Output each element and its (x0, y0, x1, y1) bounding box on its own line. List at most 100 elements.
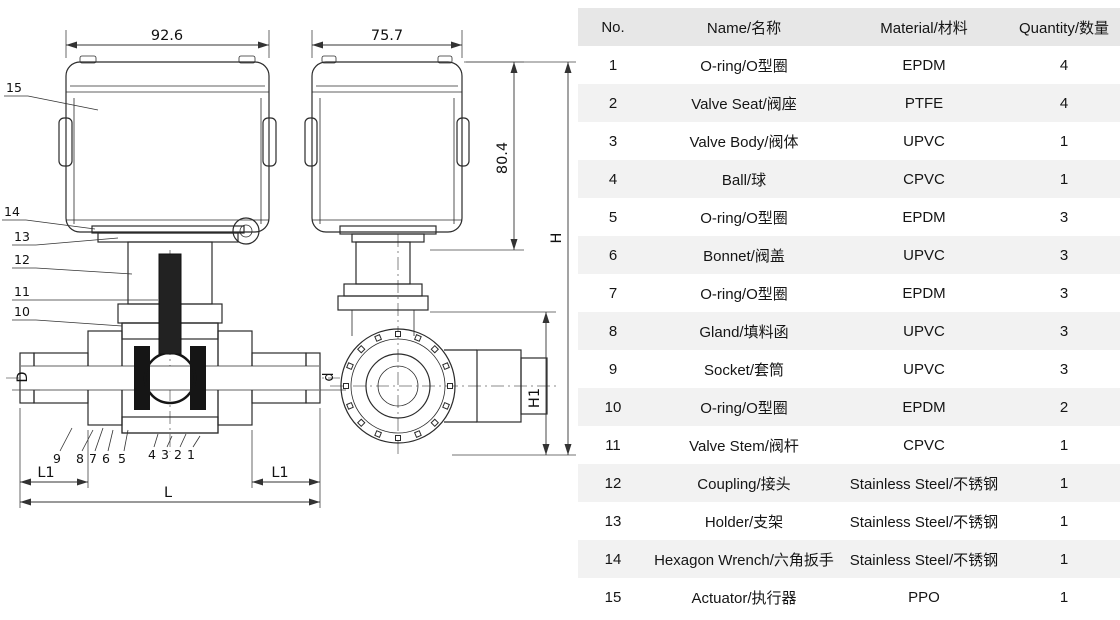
cell-name: Holder/支架 (704, 513, 784, 531)
callout-6: 6 (102, 451, 110, 466)
callout-13: 13 (14, 229, 30, 244)
cell-material: UPVC (903, 360, 945, 378)
header-no: No. (578, 8, 648, 46)
cell-name: Gland/填料函 (699, 323, 789, 341)
front-view: 92.6 (2, 28, 346, 508)
cell-name: Valve Seat/阀座 (691, 95, 797, 113)
front-width-dimension: 92.6 (65, 28, 270, 58)
table-row: 9 Socket/套筒 UPVC 3 (578, 350, 1120, 388)
cell-material: PTFE (904, 94, 944, 112)
cell-quantity: 3 (1059, 246, 1069, 264)
front-length-dimensions: L1 L1 L (19, 408, 321, 508)
cell-no: 5 (608, 208, 618, 226)
callout-14: 14 (4, 204, 20, 219)
callout-11: 11 (14, 284, 30, 299)
table-row: 4 Ball/球 CPVC 1 (578, 160, 1120, 198)
table-row: 7 O-ring/O型圈 EPDM 3 (578, 274, 1120, 312)
ball-seat-right (190, 346, 206, 410)
callout-9: 9 (53, 451, 61, 466)
callout-5: 5 (118, 451, 126, 466)
cell-name: O-ring/O型圈 (700, 285, 788, 303)
cell-name: Coupling/接头 (697, 475, 791, 493)
cell-no: 10 (604, 398, 622, 416)
cell-no: 2 (608, 94, 618, 112)
dim-D-label: D (15, 371, 31, 382)
cell-material: UPVC (903, 322, 945, 340)
callout-3: 3 (161, 447, 169, 462)
cell-material: EPDM (902, 208, 946, 226)
cell-name: Actuator/执行器 (691, 589, 797, 607)
callout-1: 1 (187, 447, 195, 462)
cell-quantity: 4 (1059, 56, 1069, 74)
cell-quantity: 3 (1059, 284, 1069, 302)
cell-quantity: 1 (1059, 588, 1069, 606)
parts-table-header-row: No. Name/名称 Material/材料 Quantity/数量 (578, 8, 1120, 46)
dim-L-label: L (164, 485, 172, 501)
side-width-dimension: 75.7 (311, 28, 463, 58)
table-row: 2 Valve Seat/阀座 PTFE 4 (578, 84, 1120, 122)
cell-material: PPO (908, 588, 940, 606)
cell-no: 12 (604, 474, 622, 492)
front-dim-D: D (12, 371, 40, 391)
cell-name: O-ring/O型圈 (700, 57, 788, 75)
side-height-dimension: 80.4 (430, 61, 524, 251)
parts-table-pane: No. Name/名称 Material/材料 Quantity/数量 1 O-… (578, 0, 1120, 620)
dim-d-label: d (321, 372, 337, 381)
cell-material: Stainless Steel/不锈钢 (849, 551, 999, 569)
front-callouts-bottom: 9 8 7 6 5 4 3 2 1 (53, 427, 201, 466)
table-row: 12 Coupling/接头 Stainless Steel/不锈钢 1 (578, 464, 1120, 502)
cell-quantity: 1 (1059, 170, 1069, 188)
cell-no: 7 (608, 284, 618, 302)
cell-no: 13 (604, 512, 622, 530)
cell-material: CPVC (903, 436, 945, 454)
cell-quantity: 4 (1059, 94, 1069, 112)
callout-15: 15 (6, 80, 22, 95)
side-view: 75.7 (304, 28, 576, 458)
cell-name: Hexagon Wrench/六角扳手 (654, 551, 834, 569)
cell-no: 4 (608, 170, 618, 188)
cell-name: O-ring/O型圈 (700, 209, 788, 227)
cell-no: 11 (605, 436, 621, 454)
front-valve-stem (158, 253, 182, 355)
side-actuator (304, 55, 470, 243)
cell-quantity: 3 (1059, 208, 1069, 226)
dim-H1-label: H1 (527, 388, 543, 408)
cell-no: 1 (608, 56, 618, 74)
header-name: Name/名称 (648, 8, 840, 46)
table-row: 15 Actuator/执行器 PPO 1 (578, 578, 1120, 616)
table-row: 5 O-ring/O型圈 EPDM 3 (578, 198, 1120, 236)
cell-quantity: 3 (1059, 322, 1069, 340)
cell-quantity: 3 (1059, 360, 1069, 378)
cell-name: Valve Body/阀体 (689, 133, 799, 151)
dim-L1-left-label: L1 (37, 465, 54, 481)
table-row: 3 Valve Body/阀体 UPVC 1 (578, 122, 1120, 160)
side-flange (340, 328, 456, 444)
cell-name: O-ring/O型圈 (700, 399, 788, 417)
cell-material: EPDM (902, 398, 946, 416)
cell-no: 15 (604, 588, 622, 606)
valve-technical-drawing: 92.6 (2, 28, 576, 508)
table-row: 13 Holder/支架 Stainless Steel/不锈钢 1 (578, 502, 1120, 540)
cell-quantity: 1 (1059, 550, 1069, 568)
cell-name: Valve Stem/阀杆 (689, 437, 799, 455)
table-row: 8 Gland/填料函 UPVC 3 (578, 312, 1120, 350)
dim-L1-right-label: L1 (271, 465, 288, 481)
header-material: Material/材料 (840, 8, 1008, 46)
table-row: 6 Bonnet/阀盖 UPVC 3 (578, 236, 1120, 274)
callout-10: 10 (14, 304, 30, 319)
cell-name: Ball/球 (721, 171, 767, 189)
header-quantity: Quantity/数量 (1008, 8, 1120, 46)
cell-quantity: 1 (1059, 474, 1069, 492)
side-clip-left (304, 117, 318, 167)
ball-seat-left (134, 346, 150, 410)
cable-gland-ring (232, 217, 260, 245)
flange-bolt-slots (343, 331, 453, 441)
cell-quantity: 1 (1059, 436, 1069, 454)
cell-quantity: 1 (1059, 512, 1069, 530)
cell-no: 9 (608, 360, 618, 378)
cell-quantity: 2 (1059, 398, 1069, 416)
actuator-clip-right (262, 117, 277, 167)
cell-material: Stainless Steel/不锈钢 (849, 513, 999, 531)
cell-no: 3 (608, 132, 618, 150)
